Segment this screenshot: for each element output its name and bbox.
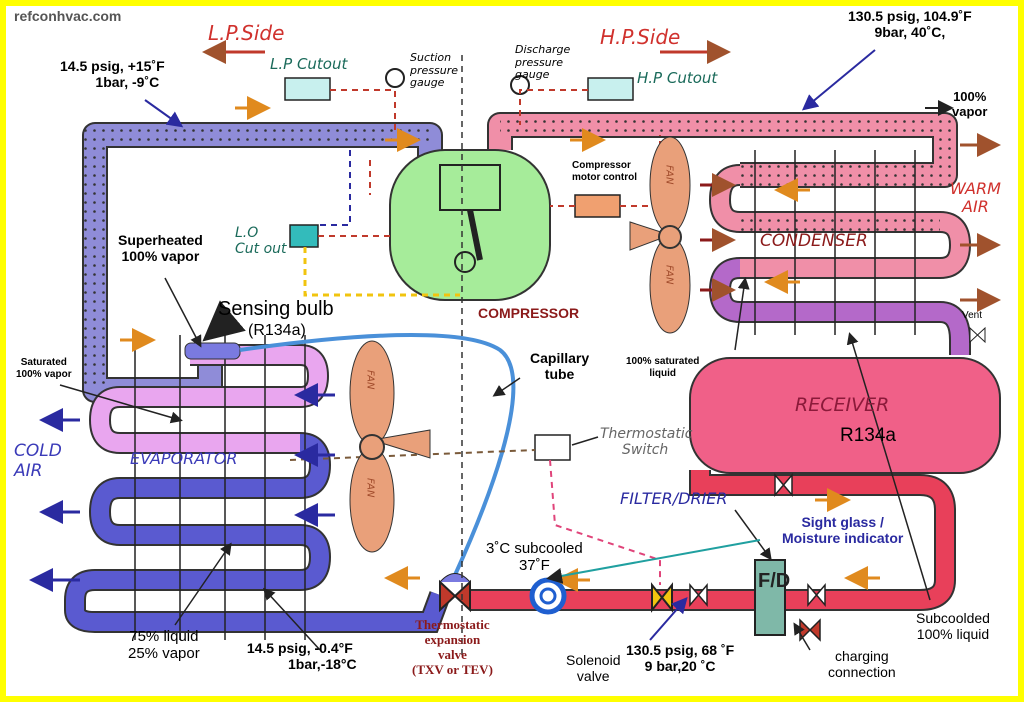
filter-drier	[754, 559, 786, 636]
sensing-bulb-refrigerant: (R134a)	[248, 322, 306, 339]
discharge-vapor-state: 100% vapor	[952, 89, 988, 119]
watermark[interactable]: refconhvac.com	[14, 8, 122, 24]
discharge-line	[487, 112, 958, 188]
hp-discharge-condition: 130.5 psig, 104.9˚F 9bar, 40˚C,	[848, 8, 972, 41]
evaporator-coil	[64, 335, 451, 640]
lp-cutout-box	[284, 77, 331, 101]
suction-gauge-label: Suction pressure gauge	[410, 51, 458, 90]
capillary-tube	[239, 333, 516, 576]
evaporator-label: EVAPORATOR	[130, 449, 238, 468]
evap-fan-text-bottom: FAN	[364, 478, 376, 498]
suction-gauge-dial	[385, 68, 405, 88]
subcooled-label: 3˚C subcooled 37˚F	[486, 540, 583, 575]
discharge-gauge-label: Discharge pressure gauge	[515, 43, 571, 82]
evaporator-fan	[349, 340, 431, 553]
capillary-tube-label: Capillary tube	[530, 350, 590, 383]
warm-air-label: WARM AIR	[950, 179, 1001, 217]
liquid-line	[470, 470, 956, 611]
thermostatic-switch-box	[534, 434, 571, 461]
compressor	[389, 149, 551, 301]
condenser-fan	[629, 136, 691, 334]
lo-cutout-box	[289, 224, 319, 248]
evap-fan-text-top: FAN	[364, 370, 376, 390]
filter-drier-symbol: F/D	[758, 570, 791, 592]
receiver-tank	[689, 357, 1001, 474]
receiver-refrigerant: R134a	[840, 425, 896, 446]
liquid-line-condition: 130.5 psig, 68 ˚F 9 bar,20 ˚C	[626, 642, 735, 675]
shutoff-valve-2	[807, 582, 826, 608]
compressor-motor-control-box	[574, 194, 621, 218]
solenoid-valve	[651, 582, 673, 613]
thermostatic-switch-label: Thermostatic Switch	[600, 426, 693, 459]
txv-label: Thermostatic expansion valve (TXV or TEV…	[412, 617, 493, 677]
cond-fan-text-top: FAN	[663, 165, 675, 185]
filter-drier-label: FILTER/DRIER	[620, 489, 728, 508]
condenser-label: CONDENSER	[760, 231, 868, 251]
subcooled-liquid-label: Subcoolded 100% liquid	[916, 610, 990, 643]
shutoff-valve-3	[689, 582, 708, 608]
evaporator-mix-label: 75% liquid 25% vapor	[128, 628, 200, 663]
lp-cutout-label: L.P Cutout	[270, 55, 348, 73]
sight-glass-label: Sight glass / Moisture indicator	[782, 514, 904, 547]
lo-cutout-label: L.O Cut out	[235, 225, 287, 258]
saturated-liquid-label: 100% saturated liquid	[626, 356, 700, 379]
hp-cutout-label: H.P Cutout	[637, 69, 718, 87]
cold-air-label: COLD AIR	[14, 441, 62, 481]
vent-valve	[969, 326, 986, 344]
hp-side-label: H.P.Side	[600, 25, 681, 49]
saturated-vapor-label: Saturated 100% vapor	[16, 357, 72, 380]
evaporator-inlet-condition: 14.5 psig, -0.4°F 1bar,-18°C	[246, 640, 357, 673]
superheated-vapor-label: Superheated 100% vapor	[118, 232, 203, 265]
charging-connection-label: charging connection	[828, 648, 896, 681]
lp-suction-condition: 14.5 psig, +15˚F 1bar, -9˚C	[60, 58, 165, 91]
solenoid-valve-label: Solenoid valve	[566, 652, 621, 685]
cond-fan-text-bottom: FAN	[663, 265, 675, 285]
compressor-motor-control-label: Compressor motor control	[572, 160, 637, 183]
suction-line	[82, 122, 443, 403]
sensing-bulb-label: Sensing bulb	[218, 298, 334, 320]
shutoff-valve	[774, 472, 793, 498]
lp-side-label: L.P.Side	[208, 21, 285, 45]
receiver-label: RECEIVER	[795, 394, 890, 416]
hp-cutout-box	[587, 77, 634, 101]
compressor-label: COMPRESSOR	[478, 305, 580, 321]
sensing-bulb	[184, 342, 241, 360]
vent-label: Vent	[962, 310, 983, 321]
